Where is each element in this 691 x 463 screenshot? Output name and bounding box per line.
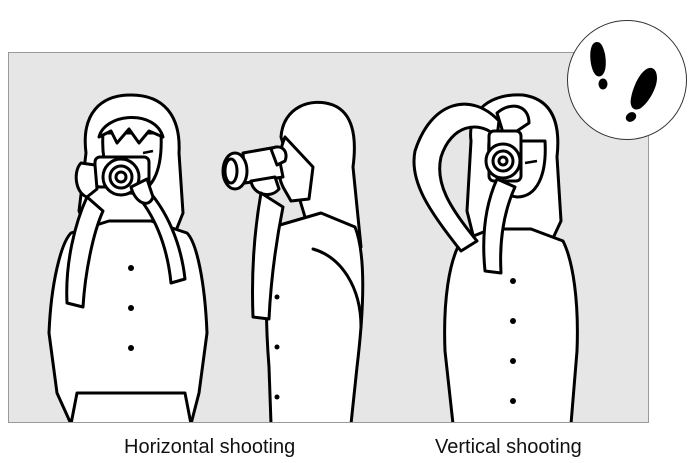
footprints-badge (567, 20, 687, 140)
caption-vertical-shooting: Vertical shooting (435, 436, 582, 459)
footprints-icon (567, 20, 687, 140)
figure-horizontal-side (221, 97, 391, 423)
caption-horizontal-shooting: Horizontal shooting (124, 436, 295, 459)
illustration-panel (8, 52, 649, 423)
figure-horizontal-front (31, 93, 221, 423)
figure-vertical (401, 91, 601, 423)
